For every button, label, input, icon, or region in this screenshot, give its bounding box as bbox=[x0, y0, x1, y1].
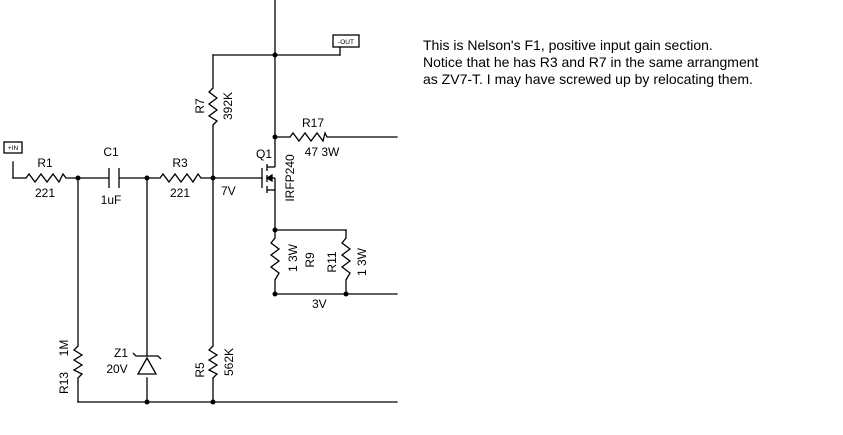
resistor-r7: R7 392K bbox=[193, 87, 235, 126]
annotation-note: This is Nelson's F1, positive input gain… bbox=[423, 37, 838, 88]
node-label-gate-bias: 7V bbox=[221, 184, 236, 198]
svg-text:R5: R5 bbox=[193, 362, 207, 378]
note-line: Notice that he has R3 and R7 in the same… bbox=[423, 54, 759, 70]
svg-text:R3: R3 bbox=[172, 156, 188, 170]
svg-text:392K: 392K bbox=[221, 92, 235, 120]
svg-text:-OUT: -OUT bbox=[338, 39, 354, 46]
svg-text:R7: R7 bbox=[193, 98, 207, 114]
svg-text:47 3W: 47 3W bbox=[305, 145, 340, 159]
svg-text:R9: R9 bbox=[303, 252, 317, 268]
resistor-r11: R11 1 3W bbox=[325, 237, 369, 281]
svg-text:Z1: Z1 bbox=[114, 346, 128, 360]
mosfet-q1: Q1 IRFP240 bbox=[256, 147, 297, 202]
svg-text:1 3W: 1 3W bbox=[355, 247, 369, 276]
port-in: +IN bbox=[3, 141, 23, 154]
resistor-r17: R17 47 3W bbox=[289, 116, 340, 159]
note-line: This is Nelson's F1, positive input gain… bbox=[423, 37, 713, 53]
capacitor-c1: C1 1uF bbox=[101, 145, 122, 207]
svg-text:R17: R17 bbox=[302, 116, 324, 130]
svg-text:Q1: Q1 bbox=[256, 147, 272, 161]
svg-text:221: 221 bbox=[35, 186, 55, 200]
svg-text:R11: R11 bbox=[325, 251, 339, 272]
node-label-source: 3V bbox=[312, 297, 327, 311]
resistor-r3: R3 221 bbox=[159, 156, 202, 200]
resistor-r5: R5 562K bbox=[193, 345, 236, 379]
svg-text:1 3W: 1 3W bbox=[286, 243, 300, 272]
svg-text:R1: R1 bbox=[37, 156, 53, 170]
svg-text:1M: 1M bbox=[57, 340, 71, 357]
resistor-r9: 1 3W R9 bbox=[269, 237, 317, 281]
resistor-r1: R1 221 bbox=[25, 156, 67, 200]
svg-text:562K: 562K bbox=[222, 348, 236, 376]
svg-text:1uF: 1uF bbox=[101, 193, 122, 207]
note-line: as ZV7-T. I may have screwed up by reloc… bbox=[423, 71, 753, 87]
svg-text:+IN: +IN bbox=[8, 145, 19, 152]
svg-text:221: 221 bbox=[170, 186, 190, 200]
svg-text:C1: C1 bbox=[103, 145, 119, 159]
svg-text:R13: R13 bbox=[57, 372, 71, 394]
svg-text:IRFP240: IRFP240 bbox=[283, 154, 297, 202]
zener-z1: Z1 20V bbox=[106, 346, 162, 376]
resistor-r13: 1M R13 bbox=[57, 340, 84, 394]
junction-dots bbox=[75, 52, 349, 405]
port-out: -OUT bbox=[332, 34, 360, 48]
svg-text:20V: 20V bbox=[106, 362, 127, 376]
